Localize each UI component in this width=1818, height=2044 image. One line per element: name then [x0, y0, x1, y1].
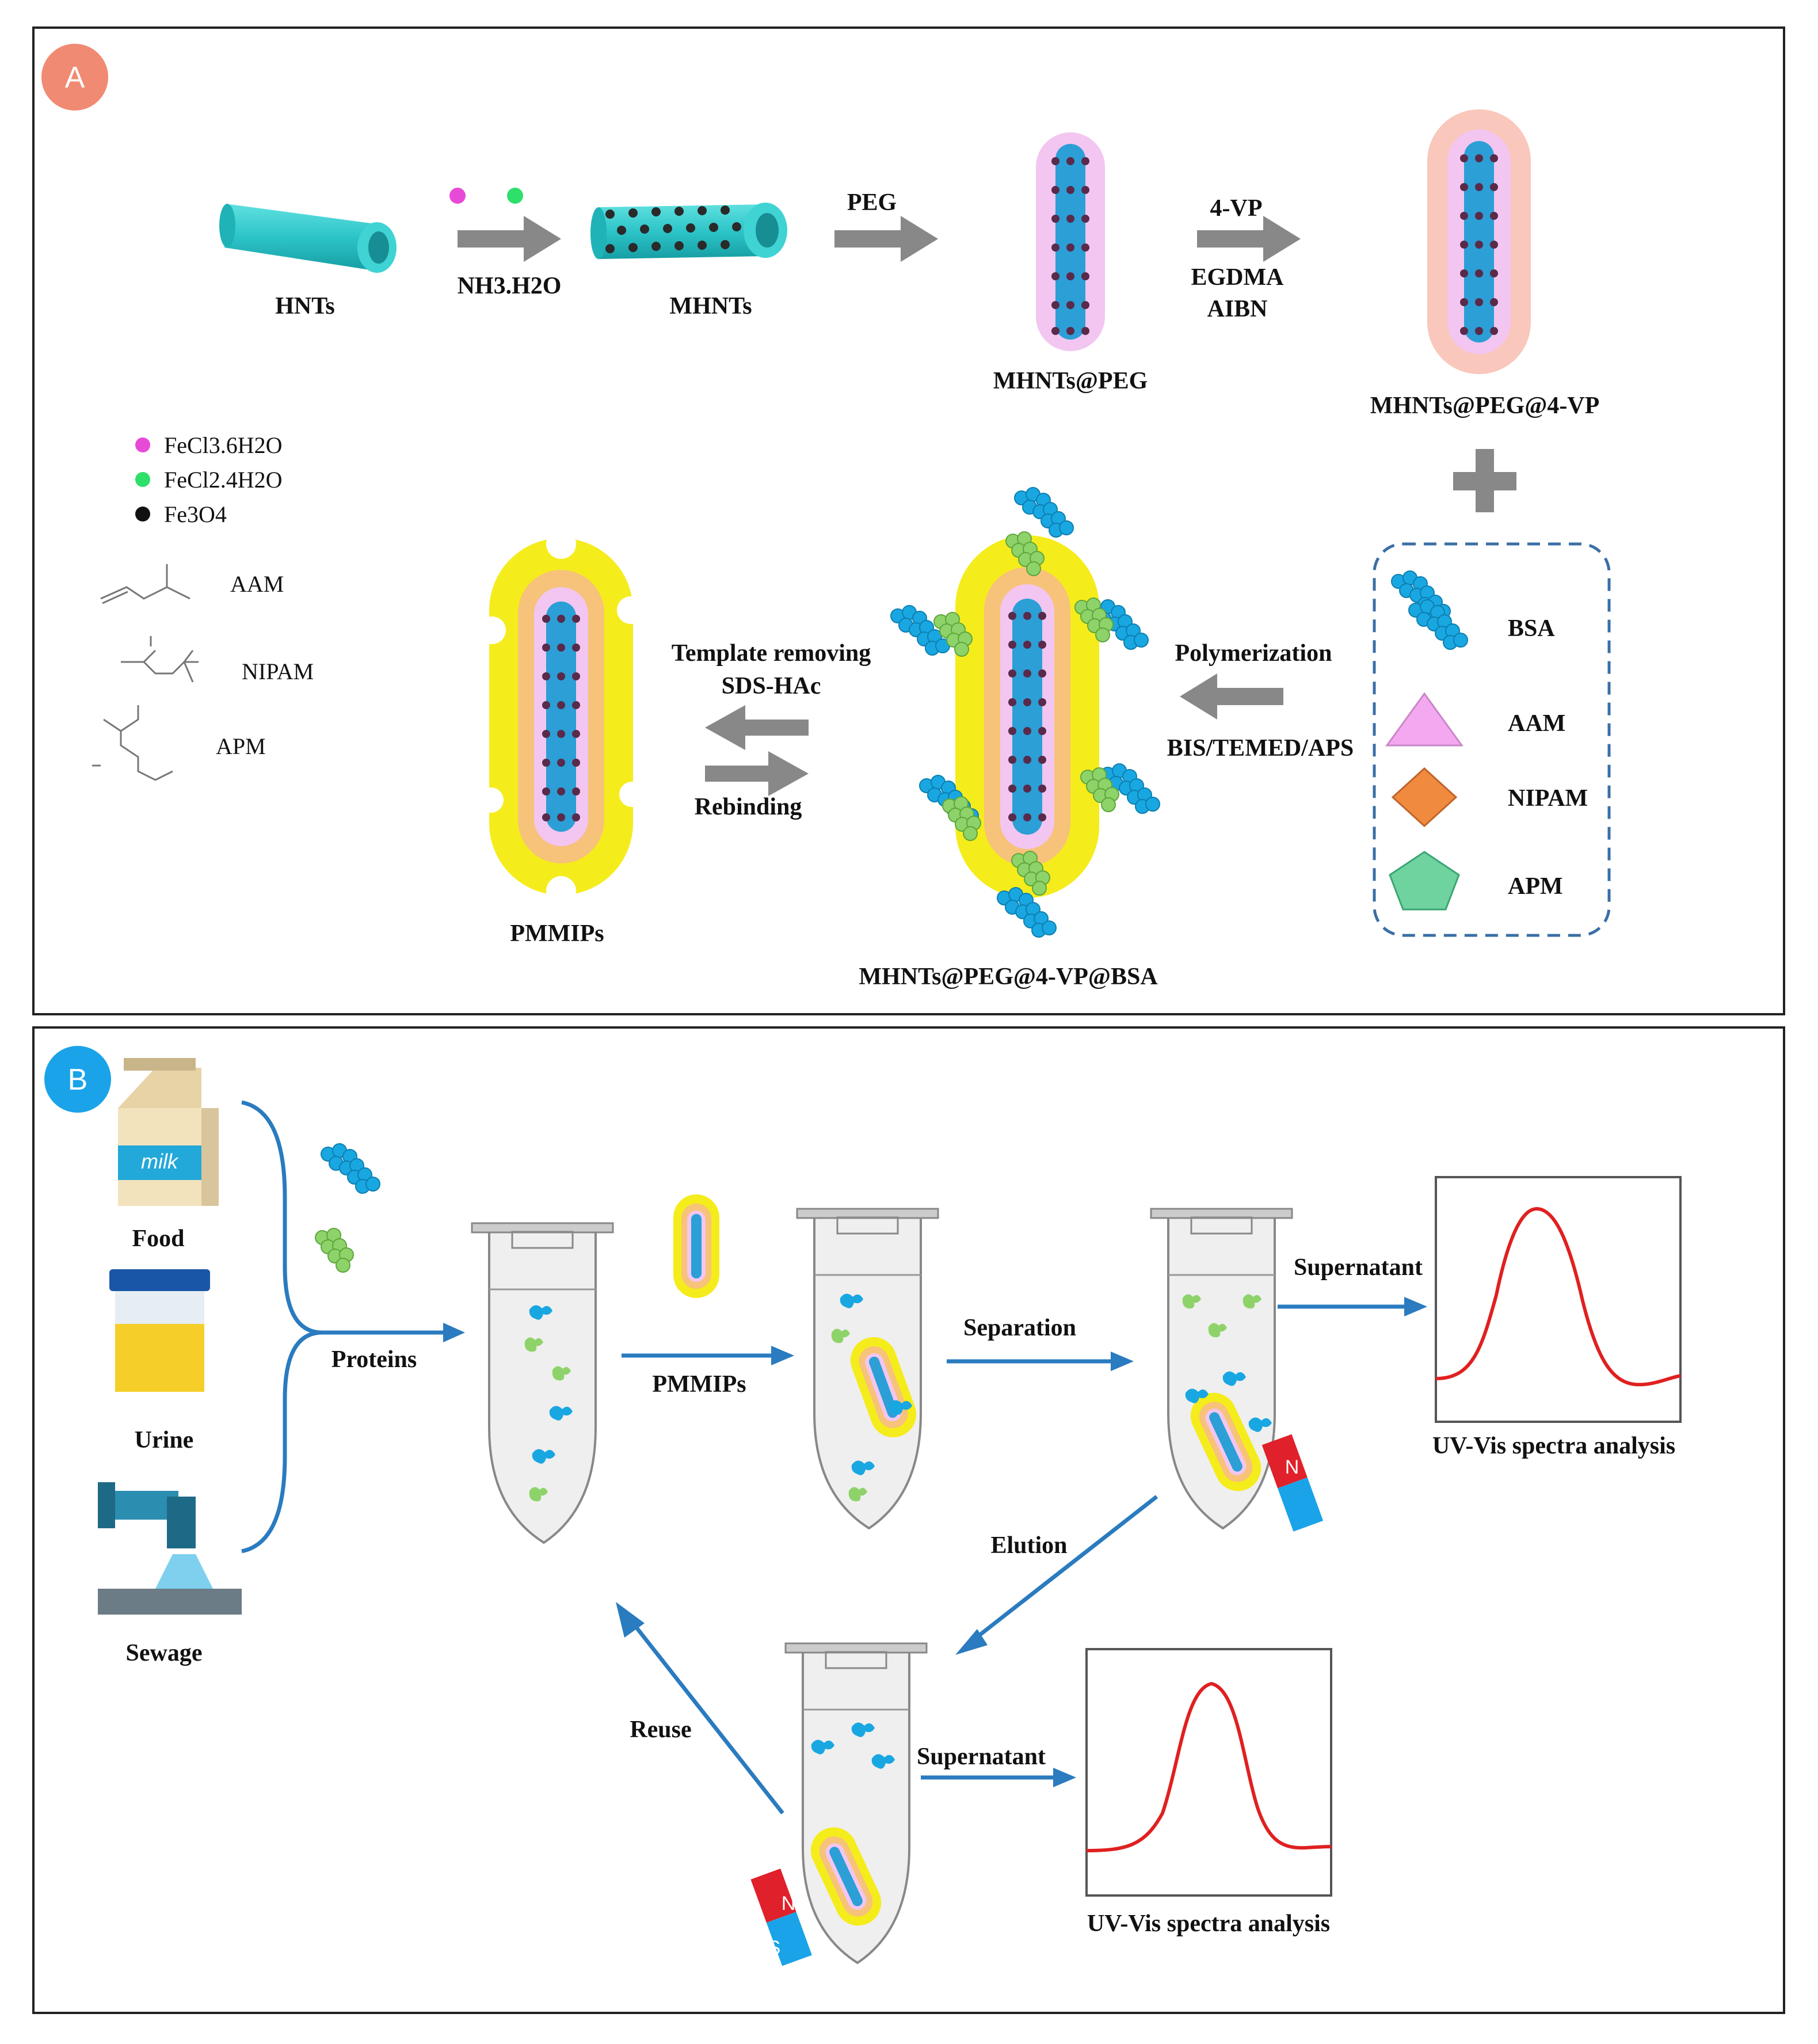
monomer-box [1373, 542, 1611, 937]
urine-cup-icon [109, 1269, 210, 1392]
pmmips-label: PMMIPs [510, 920, 604, 947]
pmmips-arrow-label: PMMIPs [652, 1371, 746, 1398]
reagent-label: NH3.H2O [458, 273, 562, 299]
milk-label: milk [141, 1149, 179, 1173]
reuse-label: Reuse [630, 1716, 691, 1743]
magnet-n-label: N [1285, 1456, 1299, 1478]
magnet-icon-1 [1261, 1434, 1324, 1532]
arrow-reuse [616, 1602, 784, 1815]
sewage-label: Sewage [126, 1640, 203, 1666]
urine-label: Urine [135, 1427, 194, 1453]
arrow-polymerization [1180, 673, 1283, 720]
arrow-1 [458, 216, 561, 262]
separation-label: Separation [963, 1315, 1076, 1341]
mhnts-peg-icon [1036, 132, 1105, 351]
arrow-proteins [322, 1323, 465, 1342]
box-aam-label: AAM [1508, 710, 1565, 737]
box-bsa-icon-2 [1408, 599, 1468, 650]
magnet-s-label-2: S [768, 1937, 781, 1959]
box-apm-pentagon-icon [1389, 851, 1460, 911]
spectrum-top-chart [1435, 1176, 1682, 1423]
box-apm-label: APM [1508, 873, 1563, 900]
food-label: Food [132, 1225, 184, 1252]
tube-3 [1150, 1208, 1293, 1530]
panel-a-badge [41, 44, 108, 111]
sds-label: SDS-HAc [722, 673, 821, 699]
polymerization-label: Polymerization [1175, 640, 1332, 667]
legend-fe3o4-icon [135, 507, 150, 522]
mhnts-peg-vp-icon [1427, 109, 1531, 374]
sources-brace [241, 1100, 323, 1554]
arrow-rebinding [705, 751, 809, 796]
vp-arrow-label: 4-VP [1210, 195, 1263, 222]
bsa-complex-icon [890, 487, 1160, 938]
arrow-pmmips [622, 1346, 794, 1365]
milk-carton-icon [118, 1058, 219, 1206]
arrow-template-removing [705, 705, 809, 750]
uv-top-label: UV-Vis spectra analysis [1432, 1433, 1675, 1459]
panel-a-frame [32, 26, 1785, 1015]
apm-structure-icon [92, 705, 173, 781]
proteins-label: Proteins [331, 1346, 417, 1373]
hnts-label: HNTs [275, 293, 335, 319]
template-removing-label: Template removing [672, 640, 871, 667]
mhnts-label: MHNTs [669, 293, 752, 319]
elution-label: Elution [990, 1532, 1067, 1559]
arrow-supernatant-top [1278, 1297, 1427, 1316]
legend-fecl3-label: FeCl3.6H2O [164, 432, 283, 458]
peg-arrow-label: PEG [847, 189, 897, 216]
aibn-label: AIBN [1207, 296, 1267, 322]
nipam-structure-icon [121, 636, 199, 683]
box-bsa-label: BSA [1508, 615, 1555, 642]
arrow-elution [955, 1495, 1158, 1655]
magnet-s-label: S [1270, 1502, 1283, 1524]
mhnts-peg-vp-label: MHNTs@PEG@4-VP [1370, 393, 1600, 419]
tube-1 [471, 1222, 614, 1544]
magnet-icon-2 [750, 1868, 812, 1966]
box-nipam-diamond-icon [1391, 767, 1458, 828]
pmmips-particle-icon [478, 529, 645, 906]
legend-fecl2-label: FeCl2.4H2O [164, 467, 283, 493]
free-bsa-blue-icon [321, 1143, 380, 1194]
fecl3-dot-icon [449, 188, 466, 204]
magnet-n-label-2: N [782, 1893, 796, 1914]
arrow-separation [947, 1352, 1134, 1371]
arrow-3 [1197, 216, 1301, 262]
legend-fecl3-icon [135, 437, 150, 452]
uv-bottom-label: UV-Vis spectra analysis [1087, 1910, 1330, 1937]
nipam-structure-label: NIPAM [242, 659, 314, 684]
panel-b-badge [44, 1046, 111, 1113]
bsa-complex-label: MHNTs@PEG@4-VP@BSA [859, 964, 1158, 990]
mhnts-peg-label: MHNTs@PEG [993, 368, 1148, 394]
hnts-tube-icon [219, 204, 397, 273]
legend-fe3o4-label: Fe3O4 [164, 501, 227, 527]
aam-structure-icon [100, 564, 190, 604]
bis-label: BIS/TEMED/APS [1167, 735, 1354, 762]
free-bsa-green-icon [315, 1228, 354, 1273]
tube-4 [784, 1642, 928, 1965]
tube-2 [796, 1208, 939, 1530]
egdma-label: EGDMA [1191, 264, 1285, 291]
pmmips-mini-icon [673, 1194, 719, 1298]
box-aam-triangle-icon [1385, 692, 1463, 747]
box-nipam-label: NIPAM [1508, 785, 1588, 812]
sewage-pipe-icon [98, 1482, 242, 1615]
spectrum-bottom-chart [1085, 1648, 1332, 1897]
legend-fecl2-icon [135, 472, 150, 487]
mhnts-tube-icon [590, 203, 787, 259]
plus-icon [1453, 449, 1516, 512]
supernatant-top-label: Supernatant [1294, 1254, 1423, 1281]
supernatant-bottom-label: Supernatant [917, 1744, 1046, 1770]
panel-b-badge-label: B [68, 1063, 88, 1097]
arrow-supernatant-bottom [921, 1768, 1076, 1787]
arrow-2 [834, 216, 938, 262]
fecl2-dot-icon [507, 188, 523, 204]
rebinding-label: Rebinding [695, 794, 802, 820]
aam-structure-label: AAM [230, 571, 284, 597]
panel-a-badge-label: A [65, 61, 85, 94]
panel-b-frame [32, 1026, 1785, 2014]
apm-structure-label: APM [216, 733, 266, 759]
